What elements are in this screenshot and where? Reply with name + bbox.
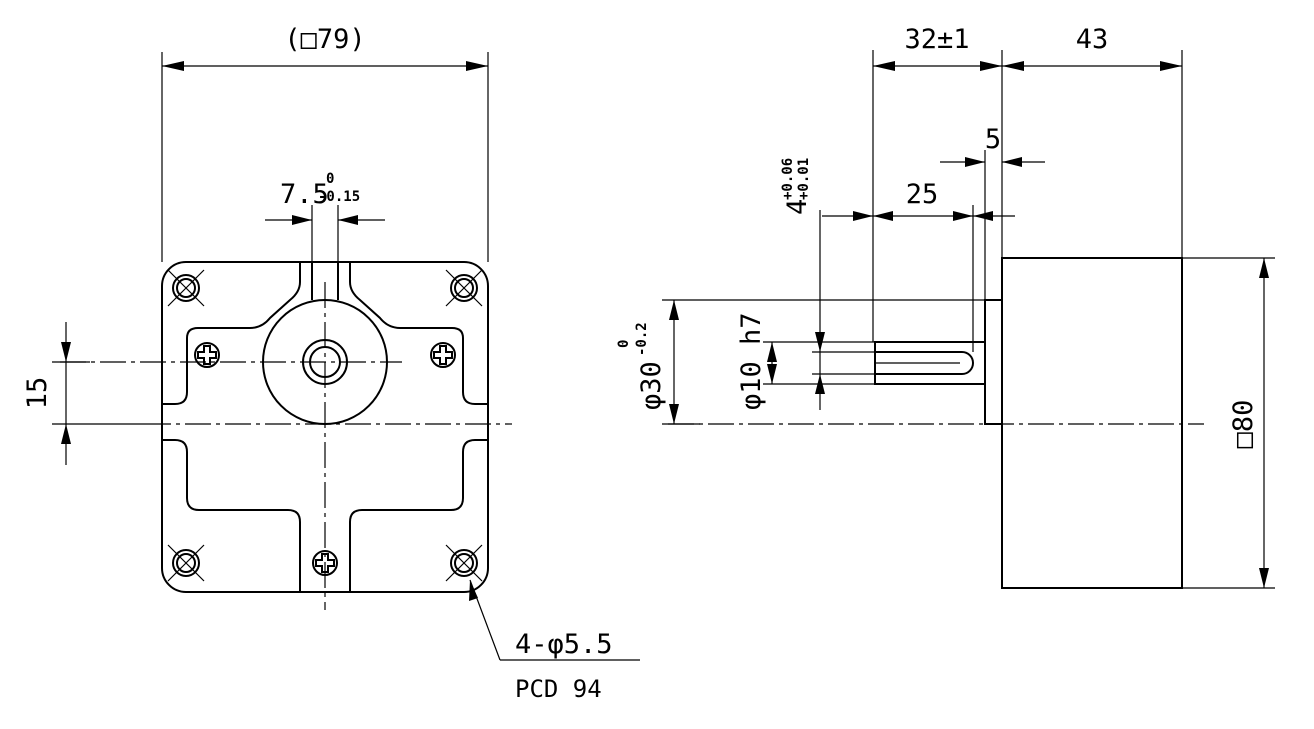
- shaft-length-label: 32±1: [904, 24, 969, 55]
- bolt-hole-tr-icon: [445, 269, 483, 307]
- key-tolerance-lower: +0.01: [796, 158, 812, 200]
- upper-boss-outline: [162, 338, 188, 405]
- bolt-hole-br-icon: [445, 544, 483, 582]
- lower-recess-outline: [162, 439, 301, 592]
- pilot-tolerance-lower: -0.2: [634, 322, 650, 356]
- offset-dimension-label: 15: [22, 377, 53, 410]
- screw-right-icon: [430, 342, 456, 368]
- pilot-diameter-label: φ30: [636, 361, 667, 410]
- body-square-label: □80: [1228, 400, 1259, 449]
- bolt-hole-bl-icon: [167, 544, 205, 582]
- step-dimension-label: 5: [985, 124, 1001, 155]
- width-dimension-label: (□79): [284, 24, 365, 55]
- key-width-label: 4: [782, 199, 813, 215]
- hole-callout-label: 4-φ5.5: [515, 629, 613, 660]
- flange-outline: [161, 261, 489, 593]
- screw-left-icon: [194, 342, 220, 368]
- motor-body: [1001, 257, 1183, 589]
- bolt-hole-tl-icon: [167, 269, 205, 307]
- slot-tolerance-upper: 0: [326, 171, 334, 187]
- slot-dimension-label: 7.5: [280, 179, 329, 210]
- shaft-key: [875, 351, 974, 375]
- pcd-callout-label: PCD 94: [515, 675, 602, 703]
- key-tolerance-upper: +0.06: [780, 158, 796, 200]
- slot-tolerance-lower: -0.15: [318, 189, 360, 205]
- pilot-tolerance-upper: 0: [616, 340, 632, 348]
- body-length-label: 43: [1076, 24, 1109, 55]
- front-view: (□79) 7.5 0 -0.15 15 4-φ5.5 PCD 94: [22, 24, 640, 703]
- shaft-diameter-label: φ10 h7: [736, 312, 767, 410]
- key-length-label: 25: [906, 179, 939, 210]
- side-view: 32±1 43 5 25 4 +0.06 +0.01 φ10 h7: [616, 24, 1275, 589]
- pilot-step: [984, 299, 1003, 425]
